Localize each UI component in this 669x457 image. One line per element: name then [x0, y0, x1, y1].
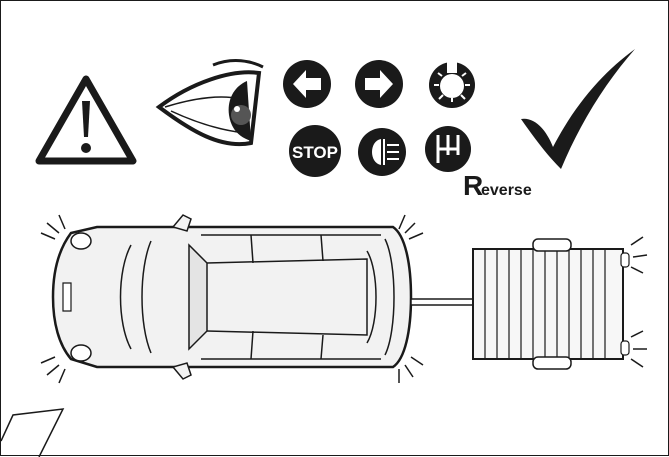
stop-label: STOP [292, 143, 338, 162]
reverse-label: everse [481, 182, 532, 199]
reverse-letter: R [463, 170, 483, 201]
side-light-icon [429, 61, 475, 108]
warning-triangle-icon [35, 75, 137, 165]
tow-bar [410, 298, 474, 306]
car-top-view [40, 214, 424, 384]
trailer [472, 236, 648, 370]
check-mark-icon [521, 49, 635, 169]
reverse-gear-icon: R everse [425, 126, 532, 201]
stop-icon: STOP [289, 125, 341, 177]
partial-sign-corner [1, 408, 65, 457]
eye-icon [155, 59, 264, 147]
left-turn-signal-icon [283, 60, 331, 108]
right-turn-signal-icon [355, 60, 403, 108]
rear-fog-light-icon [358, 128, 406, 176]
